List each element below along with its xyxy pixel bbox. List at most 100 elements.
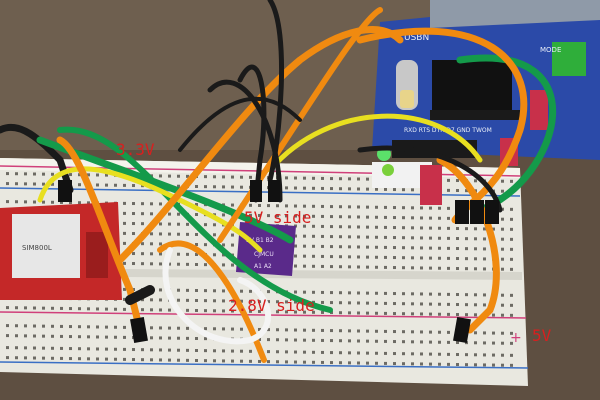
breadboard-hole bbox=[303, 310, 306, 314]
breadboard-hole bbox=[231, 327, 234, 331]
wire-black-5 bbox=[357, 145, 503, 213]
breadboard-hole bbox=[510, 207, 513, 211]
breadboard-hole bbox=[195, 253, 198, 256]
breadboard-hole bbox=[384, 329, 387, 333]
breadboard-hole bbox=[474, 237, 477, 241]
breadboard-hole bbox=[402, 256, 405, 260]
breadboard-hole bbox=[123, 241, 126, 245]
svg-text:A1 A2: A1 A2 bbox=[254, 263, 272, 270]
breadboard-hole bbox=[474, 363, 477, 367]
breadboard-hole bbox=[321, 350, 324, 354]
breadboard-hole bbox=[150, 242, 153, 246]
breadboard-hole bbox=[438, 312, 441, 316]
breadboard-hole bbox=[375, 291, 378, 295]
breadboard-hole bbox=[375, 311, 378, 315]
breadboard-hole bbox=[483, 247, 486, 251]
breadboard-hole bbox=[276, 214, 279, 218]
breadboard-hole bbox=[78, 183, 81, 187]
breadboard-hole bbox=[141, 242, 144, 246]
breadboard-hole bbox=[294, 360, 297, 364]
breadboard-hole bbox=[150, 262, 153, 266]
breadboard-hole bbox=[411, 292, 414, 296]
breadboard-hole bbox=[330, 235, 333, 239]
breadboard-hole bbox=[348, 265, 351, 269]
breadboard-hole bbox=[231, 185, 234, 189]
breadboard-hole bbox=[177, 232, 180, 236]
breadboard-hole bbox=[186, 174, 189, 178]
breadboard-hole bbox=[195, 213, 198, 216]
breadboard-hole bbox=[204, 337, 207, 341]
breadboard-hole bbox=[420, 292, 423, 296]
wire-yellow-2 bbox=[267, 113, 483, 173]
breadboard-hole bbox=[348, 235, 351, 239]
breadboard-hole bbox=[447, 302, 450, 306]
breadboard-hole bbox=[429, 256, 432, 260]
breadboard-hole bbox=[294, 290, 297, 294]
breadboard-hole bbox=[348, 351, 351, 355]
breadboard-hole bbox=[51, 334, 54, 338]
breadboard-hole bbox=[150, 308, 153, 312]
breadboard-hole bbox=[87, 201, 90, 205]
breadboard-hole bbox=[132, 232, 135, 236]
breadboard-hole bbox=[447, 178, 450, 182]
breadboard-hole bbox=[393, 352, 396, 356]
breadboard-hole bbox=[6, 346, 9, 350]
breadboard-hole bbox=[60, 324, 63, 328]
breadboard-hole bbox=[384, 187, 387, 191]
breadboard-hole bbox=[114, 357, 117, 361]
breadboard-hole bbox=[330, 301, 333, 305]
breadboard-hole bbox=[159, 326, 162, 330]
breadboard-hole bbox=[366, 187, 369, 191]
breadboard-hole bbox=[15, 182, 18, 186]
green-terminal bbox=[552, 42, 586, 76]
breadboard-hole bbox=[357, 351, 360, 355]
breadboard-hole bbox=[294, 328, 297, 332]
breadboard-hole bbox=[123, 183, 126, 187]
breadboard-hole bbox=[42, 200, 45, 204]
breadboard-hole bbox=[447, 292, 450, 296]
breadboard-hole bbox=[438, 266, 441, 270]
breadboard-hole bbox=[312, 310, 315, 314]
breadboard-hole bbox=[447, 246, 450, 250]
breadboard-hole bbox=[6, 200, 9, 204]
breadboard-hole bbox=[348, 291, 351, 295]
breadboard-hole bbox=[384, 205, 387, 209]
breadboard-hole bbox=[366, 225, 369, 229]
breadboard-hole bbox=[357, 177, 360, 181]
breadboard-hole bbox=[231, 233, 234, 237]
breadboard-hole bbox=[501, 227, 504, 231]
breadboard-hole bbox=[168, 212, 171, 216]
breadboard-hole bbox=[348, 205, 351, 209]
breadboard-hole bbox=[87, 173, 90, 177]
breadboard-hole bbox=[447, 312, 450, 316]
breadboard-hole bbox=[474, 293, 477, 297]
breadboard-hole bbox=[321, 186, 324, 190]
breadboard-hole bbox=[321, 244, 324, 248]
breadboard-hole bbox=[123, 297, 126, 301]
breadboard-hole bbox=[204, 243, 207, 247]
breadboard-hole bbox=[483, 237, 486, 241]
breadboard-hole bbox=[33, 200, 36, 204]
breadboard-hole bbox=[15, 306, 18, 310]
breadboard-hole bbox=[123, 335, 126, 339]
breadboard-hole bbox=[213, 359, 216, 363]
breadboard-hole bbox=[231, 175, 234, 179]
breadboard-hole bbox=[267, 204, 270, 208]
breadboard-hole bbox=[285, 214, 288, 218]
breadboard-hole bbox=[312, 254, 315, 258]
breadboard-hole bbox=[357, 329, 360, 333]
breadboard-hole bbox=[222, 327, 225, 331]
breadboard-hole bbox=[474, 247, 477, 251]
breadboard-hole bbox=[510, 293, 513, 297]
label-3v3: 3.3V bbox=[116, 140, 155, 159]
breadboard-hole bbox=[411, 188, 414, 192]
breadboard-hole bbox=[33, 334, 36, 338]
breadboard-hole bbox=[213, 289, 216, 293]
breadboard-hole bbox=[375, 301, 378, 305]
breadboard-hole bbox=[420, 312, 423, 316]
breadboard-hole bbox=[420, 352, 423, 356]
breadboard-hole bbox=[483, 353, 486, 357]
breadboard-hole bbox=[213, 349, 216, 353]
breadboard-hole bbox=[438, 216, 441, 220]
